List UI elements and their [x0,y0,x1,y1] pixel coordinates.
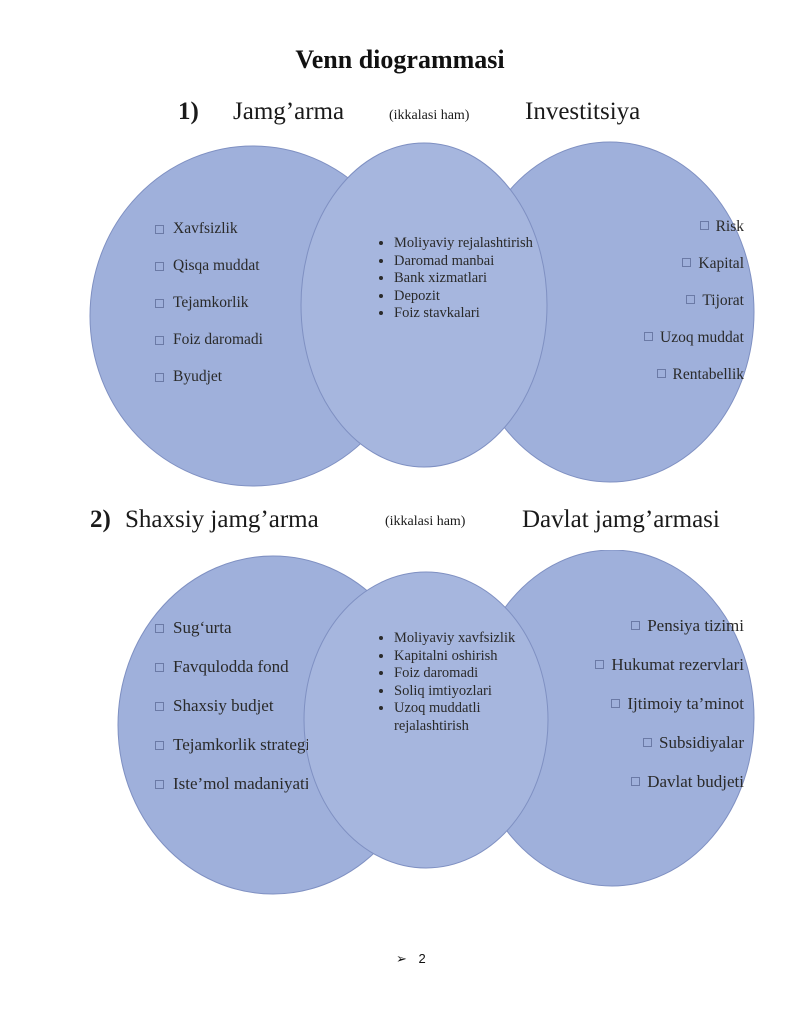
list-item: Bank xizmatlari [394,270,534,288]
list-item: Foiz daromadi [394,665,534,683]
list-item: Hukumat rezervlari [560,654,744,693]
checkbox-icon [155,225,164,234]
list-item: Favqulodda fond [155,656,308,695]
list-item: Iste’mol madaniyati [155,773,308,812]
checkbox-icon [656,368,666,378]
page-number: 2 [418,951,426,966]
venn-1-center-circle [300,142,548,468]
checkbox-icon [155,702,164,711]
diagram-2-number: 2) [90,506,111,533]
venn-diagram-1: Xavfsizlik Qisqa muddat Tejamkorlik Foiz… [0,140,800,500]
list-item: Xavfsizlik [155,218,305,255]
list-item: Shaxsiy budjet [155,695,308,734]
list-item: Depozit [394,288,534,306]
list-item: Uzoq muddat [604,327,744,364]
list-item: Tejamkorlik strategiyasi [155,734,308,773]
list-item: Pensiya tizimi [560,615,744,654]
list-item: Subsidiyalar [560,732,744,771]
venn-2-middle-list: Moliyaviy xavfsizlik Kapitalni oshirish … [370,630,534,735]
checkbox-icon [644,331,654,341]
checkbox-icon [611,698,621,708]
checkbox-icon [631,620,641,630]
checkbox-icon [155,663,164,672]
diagram-2-middle-title: (ikkalasi ham) [385,514,466,529]
list-item: Kapitalni oshirish [394,648,534,666]
list-item: Byudjet [155,366,305,403]
checkbox-icon [155,780,164,789]
venn-2-left-list: Sug‘urta Favqulodda fond Shaxsiy budjet … [155,617,308,812]
list-item: Rentabellik [604,364,744,401]
list-item: Tejamkorlik [155,292,305,329]
diagram-1-left-title: Jamg’arma [233,98,345,125]
venn-2-center-circle [303,571,549,869]
checkbox-icon [699,220,709,230]
diagram-2-left-title: Shaxsiy jamg’arma [125,506,319,533]
checkbox-icon [682,257,692,267]
list-item: Soliq imtiyozlari [394,683,534,701]
checkbox-icon [686,294,696,304]
checkbox-icon [155,624,164,633]
arrow-bullet-icon: ➢ [396,951,407,966]
diagram-1-middle-title: (ikkalasi ham) [389,108,470,123]
list-item: Uzoq muddatli rejalashtirish [394,700,534,735]
list-item: Foiz daromadi [155,329,305,366]
page-footer: ➢ 2 [396,951,426,967]
diagram-1-right-title: Investitsiya [525,98,641,125]
list-item: Sug‘urta [155,617,308,656]
checkbox-icon [155,373,164,382]
diagram-1-number: 1) [178,98,199,125]
list-item: Kapital [604,253,744,290]
list-item: Risk [604,216,744,253]
list-item: Moliyaviy rejalashtirish [394,235,534,253]
list-item: Davlat budjeti [560,771,744,810]
venn-1-left-list: Xavfsizlik Qisqa muddat Tejamkorlik Foiz… [155,218,305,403]
diagram-2-right-title: Davlat jamg’armasi [522,506,720,533]
list-item: Foiz stavkalari [394,305,534,323]
list-item: Moliyaviy xavfsizlik [394,630,534,648]
venn-2-circles [117,550,755,895]
checkbox-icon [643,737,652,747]
checkbox-icon [155,299,164,308]
venn-1-middle-list: Moliyaviy rejalashtirish Daromad manbai … [370,235,534,323]
venn-1-right-list: Risk Kapital Tijorat Uzoq muddat Rentabe… [604,216,744,401]
venn-2-right-list: Pensiya tizimi Hukumat rezervlari Ijtimo… [560,615,744,810]
list-item: Ijtimoiy ta’minot [560,693,744,732]
list-item: Daromad manbai [394,253,534,271]
venn-diagram-2: Sug‘urta Favqulodda fond Shaxsiy budjet … [0,550,800,910]
checkbox-icon [155,741,164,750]
checkbox-icon [155,262,164,271]
checkbox-icon [595,659,605,669]
checkbox-icon [631,776,641,786]
list-item: Qisqa muddat [155,255,305,292]
venn-1-circles [89,141,755,487]
checkbox-icon [155,336,164,345]
page-title: Venn diogrammasi [295,45,505,74]
list-item: Tijorat [604,290,744,327]
